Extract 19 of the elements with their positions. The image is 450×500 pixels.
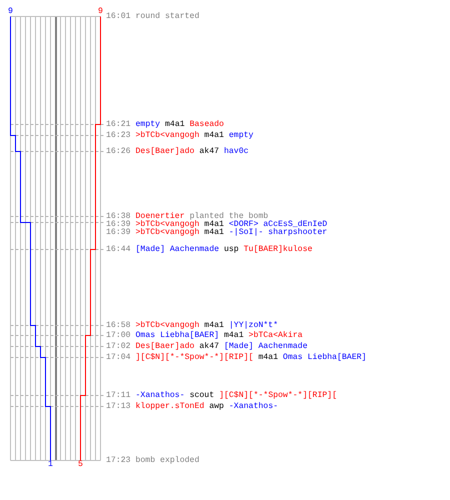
log-entry: 16:01 round started <box>106 12 200 20</box>
log-entry: 17:23 bomb exploded <box>106 456 200 464</box>
log-entry: 16:21 empty m4a1 Baseado <box>106 120 224 128</box>
count-label: 9 <box>7 8 14 16</box>
count-label: 9 <box>97 8 104 16</box>
log-entry: 17:13 klopper.sTonEd awp -Xanathos- <box>106 402 278 410</box>
log-entry: 16:26 Des[Baer]ado ak47 hav0c <box>106 148 249 156</box>
log-entry: 16:39 >bTCb<vangogh m4a1 <DORF> aCcEsS_dEnIeD <box>106 220 328 228</box>
log-entry: 17:11 -Xanathos- scout ][C$N][*-*Spow*-*][RIP][ <box>106 392 337 400</box>
log-entry: 16:23 >bTCb<vangogh m4a1 empty <box>106 132 254 140</box>
count-label: 5 <box>77 461 84 469</box>
log-entry: 16:38 Doenertier planted the bomb <box>106 212 268 220</box>
log-entry: 17:00 Omas Liebha[BAER] m4a1 >bTCa<Akira <box>106 332 303 340</box>
log-entry: 16:44 [Made] Aachenmade usp Tu[BAER]kulose <box>106 246 312 254</box>
log-entry: 16:58 >bTCb<vangogh m4a1 |YY|zoN*t* <box>106 322 278 330</box>
count-label: 1 <box>47 461 54 469</box>
log-entry: 17:02 Des[Baer]ado ak47 [Made] Aachenmade <box>106 342 308 350</box>
log-entry: 16:39 >bTCb<vangogh m4a1 -|SoI|- sharpshooter <box>106 228 328 236</box>
log-entry: 17:04 ][C$N][*-*Spow*-*][RIP][ m4a1 Omas Liebha[BAER] <box>106 354 366 362</box>
